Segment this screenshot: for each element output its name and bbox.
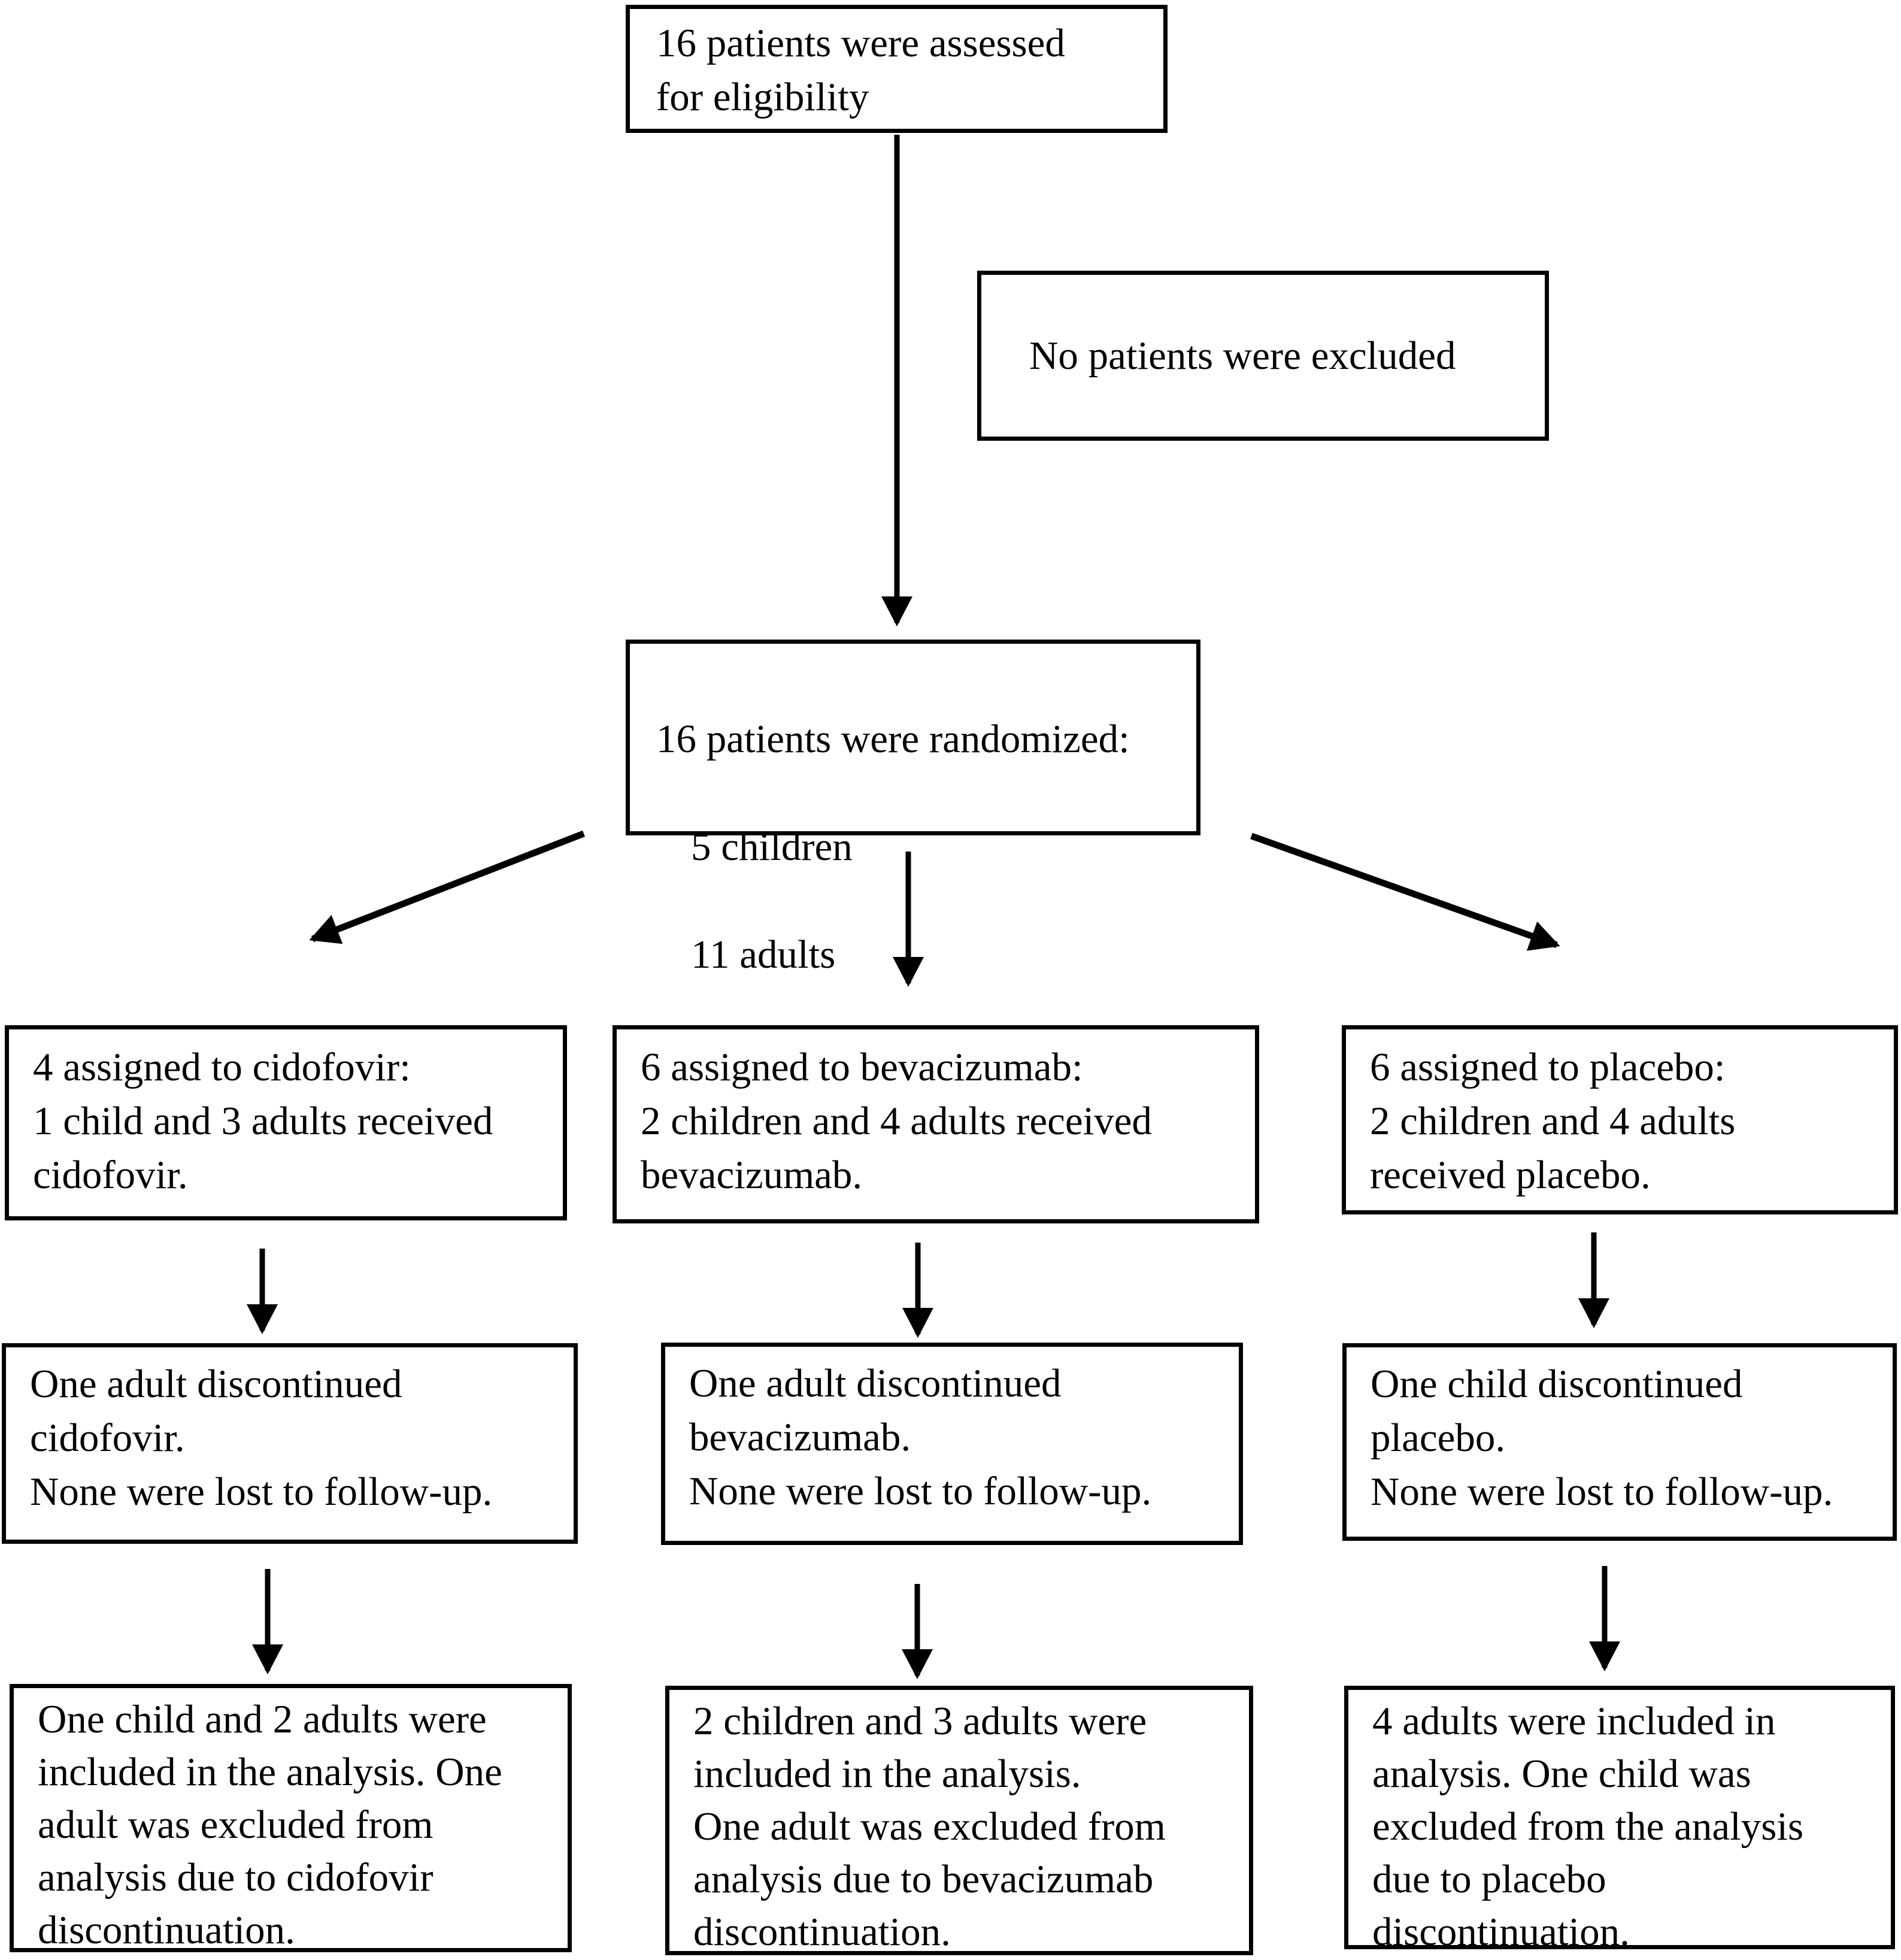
- randomized-line-adults: 11 adults: [691, 932, 836, 977]
- box-randomized: 16 patients were randomized: 5 children …: [626, 640, 1200, 977]
- box-assigned-bevacizumab: 6 assigned to bevacizumab: 2 children an…: [613, 1025, 1259, 1223]
- excluded-text: No patients were excluded: [1029, 334, 1456, 378]
- box-eligibility: 16 patients were assessed for eligibilit…: [626, 5, 1168, 133]
- arrow-randomized-to-placebo: [1250, 832, 1560, 951]
- box-analysis-placebo: 4 adults were included in analysis. One …: [1344, 1686, 1895, 1954]
- randomized-line-children: 5 children: [691, 825, 853, 869]
- randomized-line-total: 16 patients were randomized:: [656, 717, 1130, 761]
- box-analysis-cidofovir: One child and 2 adults were included in …: [10, 1684, 572, 1952]
- box-assigned-cidofovir: 4 assigned to cidofovir: 1 child and 3 a…: [5, 1025, 567, 1220]
- box-analysis-bevacizumab: 2 children and 3 adults were included in…: [665, 1686, 1253, 1955]
- arrow-randomized-to-cidofovir: [309, 830, 585, 944]
- box-discontinued-cidofovir: One adult discontinued cidofovir. None w…: [2, 1343, 578, 1544]
- box-assigned-placebo: 6 assigned to placebo: 2 children and 4 …: [1342, 1025, 1898, 1214]
- box-discontinued-bevacizumab: One adult discontinued bevacizumab. None…: [661, 1343, 1243, 1545]
- box-discontinued-placebo: One child discontinued placebo. None wer…: [1342, 1343, 1897, 1541]
- box-excluded: No patients were excluded: [977, 271, 1549, 441]
